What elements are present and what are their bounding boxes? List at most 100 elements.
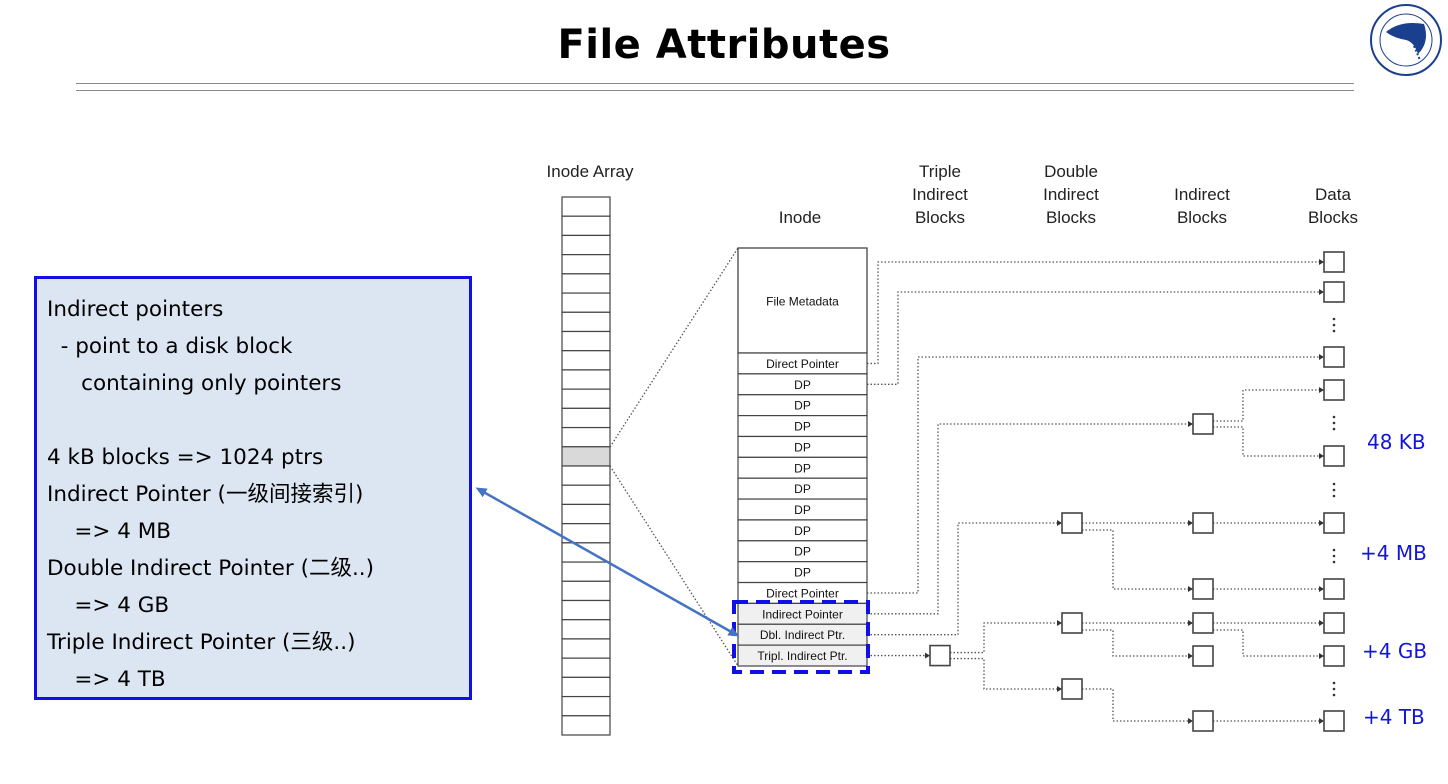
header-triple-indirect-blocks: Triple Indirect Blocks (895, 160, 985, 229)
inode-array-entry (561, 407, 611, 429)
inode-pointer-label: DP (794, 440, 811, 454)
indirect-pointer-link (867, 421, 1193, 615)
note-line: Double Indirect Pointer (二级..) (47, 556, 375, 581)
data-block (1323, 346, 1345, 368)
triple-to-double-link (950, 657, 1062, 692)
header-double-indirect-blocks: Double Indirect Blocks (1026, 160, 1116, 229)
data-block (1323, 512, 1345, 534)
note-line: 4 kB blocks => 1024 ptrs (47, 445, 324, 470)
inode-array-entry (561, 580, 611, 602)
size-label-indirect: +4 MB (1360, 541, 1427, 565)
university-seal-logo (1370, 4, 1442, 76)
inode-array-entry (561, 561, 611, 582)
inode-pointer-label: Direct Pointer (766, 586, 839, 600)
inode-pointer-label: Direct Pointer (766, 357, 839, 371)
header-line: Blocks (914, 208, 966, 227)
expansion-line-top (609, 247, 739, 448)
note-line: containing only pointers (47, 371, 342, 396)
header-line: Blocks (1045, 208, 1097, 227)
double-to-indirect-link (1082, 629, 1193, 659)
ellipsis-dot (1332, 554, 1336, 558)
inode-array-entry (561, 465, 611, 486)
note-line: => 4 MB (47, 519, 172, 544)
inode-pointer-label: Indirect Pointer (762, 607, 843, 621)
note-line: => 4 GB (47, 593, 170, 618)
data-block (1323, 251, 1345, 273)
title-divider-bottom (76, 90, 1354, 91)
ellipsis-dot (1332, 421, 1336, 425)
inode-array-entry (561, 330, 611, 352)
inode-array-entry (561, 369, 611, 390)
ellipsis-dot (1332, 317, 1336, 321)
ellipsis-dot (1332, 494, 1336, 498)
data-block (1323, 445, 1345, 467)
inode-array-entry (561, 695, 611, 717)
indirect-block (1192, 645, 1214, 667)
double-indirect-block (1061, 612, 1083, 634)
ellipsis-dot (1332, 681, 1336, 685)
inode-array-entry (561, 196, 611, 217)
note-line: Indirect Pointer (一级间接索引) (47, 482, 364, 507)
indirect-block (1192, 413, 1214, 435)
header-line: Indirect (912, 185, 968, 204)
title-divider-top (76, 83, 1354, 84)
header-line: Triple (919, 162, 961, 181)
direct-pointer-link (867, 259, 1324, 365)
double-indirect-block (1061, 678, 1083, 700)
data-block (1323, 612, 1345, 634)
inode-pointer-label: DP (794, 503, 811, 517)
ellipsis-dot (1332, 488, 1336, 492)
inode-array-entry (561, 638, 611, 659)
header-inode: Inode (778, 208, 822, 227)
inode-array-entry (561, 657, 611, 678)
header-line: Indirect (1174, 185, 1230, 204)
inode-array-entry (561, 273, 611, 294)
note-line: - point to a disk block (47, 334, 293, 359)
data-block (1323, 645, 1345, 667)
indirect-to-data-link (1213, 629, 1324, 659)
inode-array-entry (561, 619, 611, 640)
indirect-pointers-note: Indirect pointers - point to a disk bloc… (34, 276, 472, 700)
inode-array (561, 196, 611, 736)
indirect-block (1192, 578, 1214, 600)
inode-pointer-label: DP (794, 545, 811, 559)
indirect-to-data-link (1213, 426, 1324, 459)
inode-pointer-label: DP (794, 378, 811, 392)
inode-array-entry (561, 676, 611, 698)
inode-array-entry (561, 388, 611, 409)
indirect-pointers-highlight (732, 600, 870, 674)
direct-pointer-link (867, 354, 1324, 594)
header-indirect-blocks: Indirect Blocks (1157, 183, 1247, 229)
header-inode-array: Inode Array (546, 162, 634, 181)
slide-title: File Attributes (557, 22, 891, 68)
inode-pointer-label: Tripl. Indirect Ptr. (757, 649, 847, 663)
inode-metadata-label: File Metadata (766, 295, 839, 309)
double-to-indirect-link (1082, 529, 1193, 592)
ellipsis-dot (1332, 482, 1336, 486)
ellipsis-dot (1332, 329, 1336, 333)
inode-array-entry (561, 311, 611, 333)
expansion-line-bottom (609, 465, 739, 667)
ellipsis-dot (1332, 687, 1336, 691)
ellipsis-dot (1332, 323, 1336, 327)
inode-array-entry (561, 350, 611, 371)
note-line: Indirect pointers (47, 297, 224, 322)
data-block (1323, 379, 1345, 401)
double-indirect-pointer-link (867, 520, 1062, 636)
indirect-block (1192, 612, 1214, 634)
size-label-direct: 48 KB (1367, 430, 1426, 454)
inode-pointer-label: DP (794, 524, 811, 538)
note-connector-arrow (475, 487, 740, 637)
triple-indirect-block (929, 644, 951, 667)
blocks (929, 251, 1345, 732)
ellipsis-dot (1332, 415, 1336, 419)
inode-array-entry-selected (561, 446, 611, 467)
inode-array-entry (561, 234, 611, 256)
header-line: Blocks (1307, 208, 1359, 227)
triple-to-double-link (950, 620, 1062, 654)
size-label-double: +4 GB (1362, 639, 1428, 663)
header-line: Data (1315, 185, 1351, 204)
double-indirect-block (1061, 512, 1083, 534)
pointer-links (867, 259, 1324, 724)
